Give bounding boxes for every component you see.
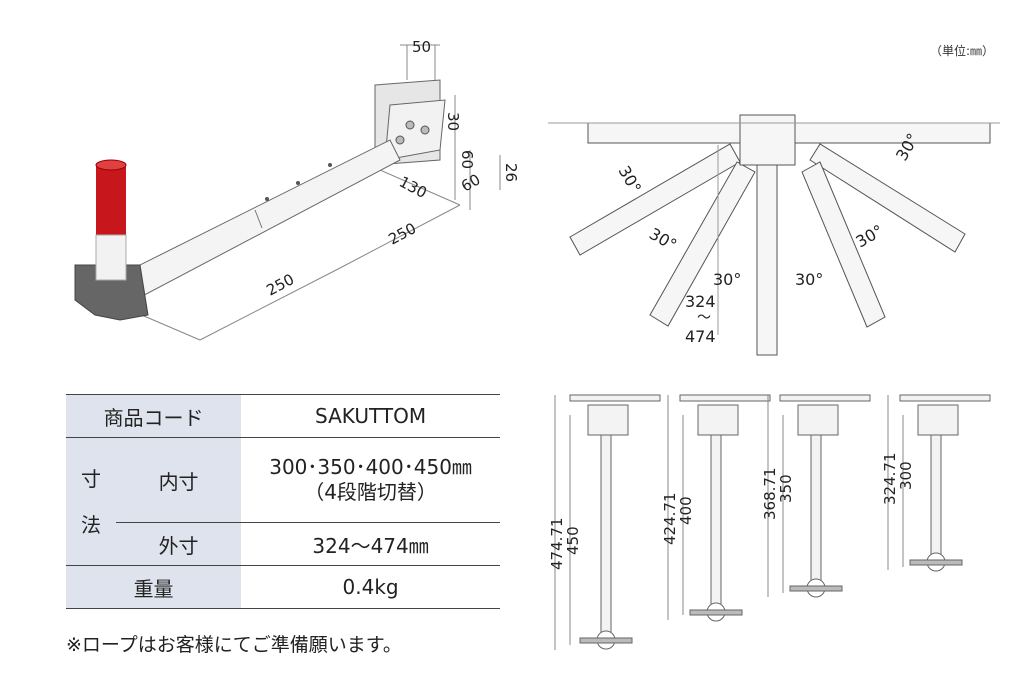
dim-26: 26 bbox=[502, 163, 520, 182]
dim-130: 130 bbox=[396, 173, 430, 202]
angle-1: 30° bbox=[615, 163, 646, 197]
dim-60-b: 60 bbox=[458, 170, 484, 195]
outer-label: 外寸 bbox=[116, 522, 242, 566]
code-label: 商品コード bbox=[66, 394, 242, 438]
outer-value: 324～474㎜ bbox=[241, 522, 500, 566]
side-0-arm: 450 bbox=[564, 526, 582, 555]
dim-250-b: 250 bbox=[263, 270, 297, 299]
angle-3: 30° bbox=[646, 224, 680, 255]
length-min: 324 bbox=[685, 292, 716, 311]
inner-value: 300･350･400･450㎜（4段階切替） bbox=[241, 437, 500, 523]
dim-30: 30 bbox=[444, 112, 462, 131]
side-2-arm: 350 bbox=[777, 474, 795, 503]
fan-view-drawing: 30° 30° 30° 30° 30° 30° 324 〜 474 bbox=[548, 114, 1000, 356]
spec-table: 商品コード SAKUTTOM 寸法 内寸 300･350･400･450㎜（4段… bbox=[66, 394, 500, 609]
angle-4: 30° bbox=[853, 221, 887, 252]
code-value: SAKUTTOM bbox=[241, 394, 500, 438]
dim-60-a: 60 bbox=[458, 150, 476, 169]
side-3-arm: 300 bbox=[897, 461, 915, 490]
side-3-overall: 324.71 bbox=[881, 453, 899, 506]
side-2-overall: 368.71 bbox=[761, 468, 779, 521]
length-tilde: 〜 bbox=[697, 310, 711, 326]
dim-50: 50 bbox=[412, 38, 431, 56]
side-0-overall: 474.71 bbox=[548, 518, 566, 571]
inner-label: 内寸 bbox=[116, 437, 242, 523]
dim-label: 寸法 bbox=[66, 437, 116, 566]
angle-5: 30° bbox=[713, 270, 741, 289]
weight-label: 重量 bbox=[66, 565, 242, 609]
length-max: 474 bbox=[685, 327, 716, 346]
weight-value: 0.4kg bbox=[241, 565, 500, 609]
side-views-drawing: 474.71 450 424.71 400 368.71 350 324.71 … bbox=[548, 394, 991, 650]
unit-note: （単位:㎜） bbox=[930, 44, 995, 58]
side-1-arm: 400 bbox=[677, 496, 695, 525]
rope-note: ※ロープはお客様にてご準備願います。 bbox=[66, 634, 402, 656]
angle-6: 30° bbox=[795, 270, 823, 289]
side-1-overall: 424.71 bbox=[661, 493, 679, 546]
dim-250-a: 250 bbox=[385, 219, 419, 248]
perspective-drawing: 50 30 60 60 26 130 250 250 bbox=[74, 38, 520, 341]
